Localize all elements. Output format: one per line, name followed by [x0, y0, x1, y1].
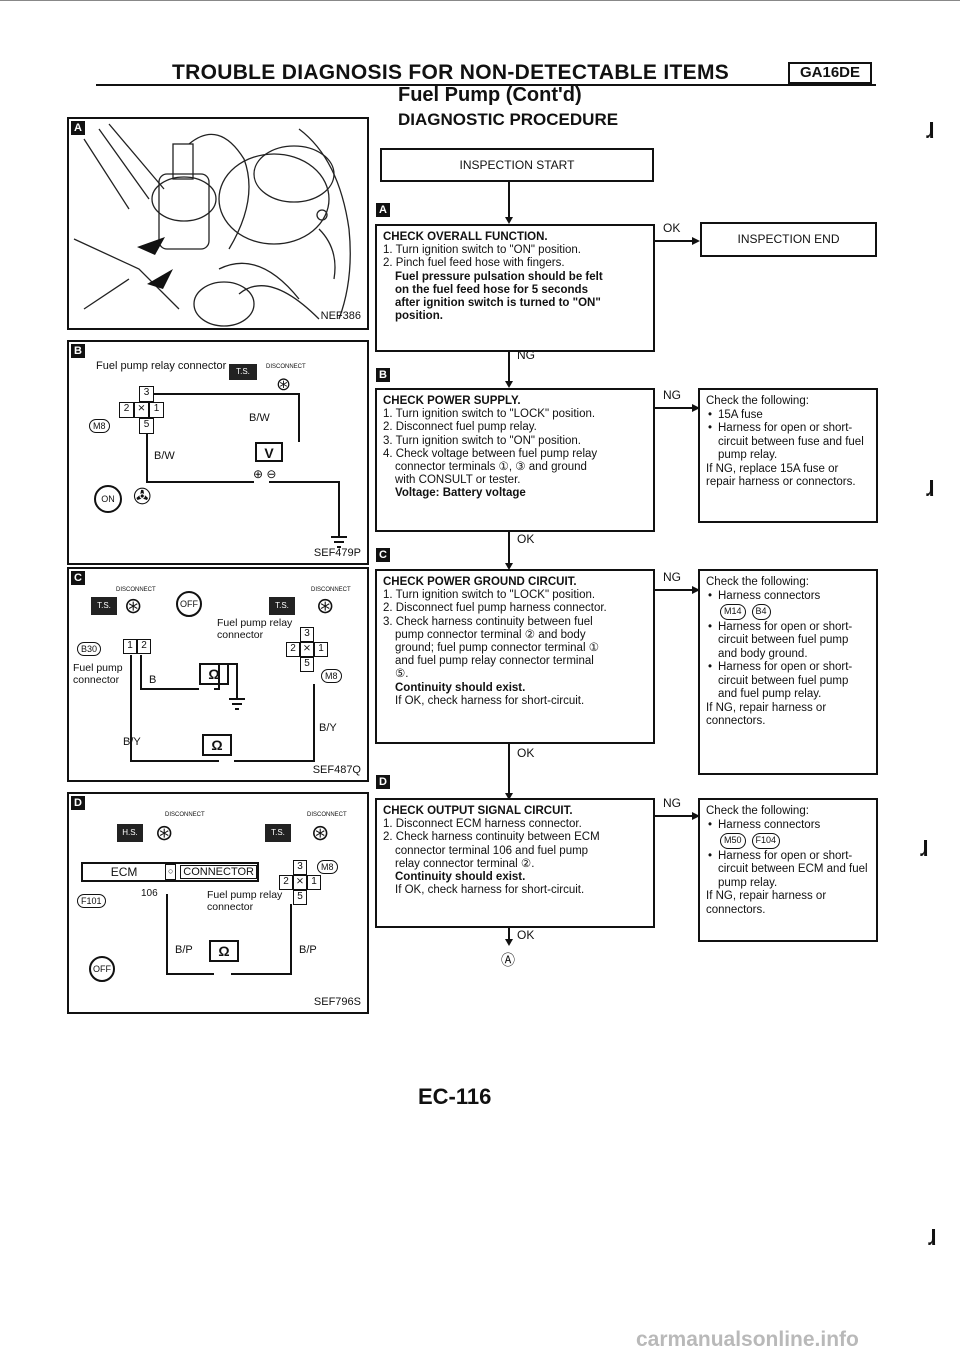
- figure-a: A NEF386: [67, 117, 369, 330]
- connector-code-m8: M8: [89, 419, 110, 433]
- figure-d-marker: D: [71, 796, 85, 810]
- watermark: carmanualsonline.info: [636, 1328, 859, 1351]
- disconnect-label-right: DISCONNECT: [311, 587, 351, 593]
- inspection-end-box: INSPECTION END: [700, 222, 877, 257]
- step-a-box: CHECK OVERALL FUNCTION. 1. Turn ignition…: [375, 224, 655, 352]
- figure-d: D H.S. DISCONNECT ⊛ T.S. DISCONNECT ⊛ EC…: [67, 792, 369, 1014]
- step-b-ok-label: OK: [517, 532, 535, 546]
- hs-icon: H.S.: [117, 824, 143, 842]
- page-number: EC-116: [418, 1084, 492, 1109]
- ohmmeter-icon-2: Ω: [202, 734, 232, 756]
- connector-code-m8: M8: [317, 860, 338, 874]
- wire-color-2: B/W: [154, 450, 175, 462]
- inspection-start-box: INSPECTION START: [380, 148, 654, 182]
- wire-color-b: B: [149, 674, 157, 686]
- step-d-marker: D: [376, 775, 390, 789]
- consult-tester-icon: ✇: [133, 484, 152, 509]
- ohmmeter-icon: Ω: [209, 940, 239, 962]
- wire-color-1: B/W: [249, 412, 270, 424]
- ignition-on-icon: ON: [94, 485, 122, 513]
- wire-color-by-2: B/Y: [319, 722, 337, 734]
- step-c-marker: C: [376, 548, 390, 562]
- connector-code-b30: B30: [77, 642, 102, 656]
- ts-icon-right: T.S.: [269, 597, 295, 615]
- figure-b: B Fuel pump relay connector T.S. DISCONN…: [67, 340, 369, 565]
- step-d-ok-label: OK: [517, 928, 535, 942]
- engine-badge: GA16DE: [788, 62, 872, 84]
- ignition-off-icon: OFF: [176, 591, 202, 617]
- ts-icon: T.S.: [91, 597, 117, 615]
- step-d-box: CHECK OUTPUT SIGNAL CIRCUIT. 1. Disconne…: [375, 798, 655, 928]
- disconnect-connector-icon: ⊛: [155, 820, 174, 845]
- step-c-ng-label: NG: [663, 570, 681, 584]
- binder-mark-2: ɺ: [926, 476, 935, 501]
- step-a-ok-label: OK: [663, 221, 681, 235]
- ts-icon: T.S.: [229, 364, 257, 380]
- disconnect-label-right: DISCONNECT: [307, 812, 347, 818]
- connector-code-f101: F101: [77, 894, 106, 908]
- ohmmeter-icon-1: Ω: [199, 663, 229, 685]
- disconnect-connector-icon: ⊛: [276, 374, 292, 394]
- disconnect-label: DISCONNECT: [116, 587, 156, 593]
- relay-pins: 3 2 ⨯ 1 5: [279, 860, 321, 905]
- binder-mark-4: ɺ: [928, 1225, 937, 1250]
- ts-icon: T.S.: [265, 824, 291, 842]
- disconnect-label: DISCONNECT: [266, 364, 306, 370]
- disconnect-connector-icon-right: ⊛: [316, 593, 335, 618]
- wire-color-by-1: B/Y: [123, 736, 141, 748]
- figure-d-code: SEF796S: [313, 996, 361, 1008]
- fuel-pump-connector-label: Fuel pump connector: [73, 662, 123, 686]
- disconnect-connector-icon-right: ⊛: [311, 820, 330, 845]
- step-a-marker: A: [376, 203, 390, 217]
- figure-c-code: SEF487Q: [312, 764, 361, 776]
- relay-pins: 3 2 ⨯ 1 5: [286, 627, 328, 672]
- ignition-off-icon: OFF: [89, 956, 115, 982]
- relay-connector-label: Fuel pump relay connector: [217, 617, 293, 641]
- section-heading: DIAGNOSTIC PROCEDURE: [398, 110, 619, 129]
- step-c-box: CHECK POWER GROUND CIRCUIT. 1. Turn igni…: [375, 569, 655, 744]
- step-d-check-box: Check the following: Harness connectors …: [698, 798, 878, 942]
- step-b-marker: B: [376, 368, 390, 382]
- wire-color-1: B/P: [175, 944, 193, 956]
- step-b-check-box: Check the following: 15A fuse Harness fo…: [698, 388, 878, 523]
- binder-mark-1: ɺ: [926, 118, 935, 143]
- connector-pins: 3 2 ⨯ 1 5: [119, 386, 169, 434]
- title-rule: [96, 84, 876, 86]
- figure-c-marker: C: [71, 571, 85, 585]
- voltmeter-icon: V: [255, 442, 283, 462]
- connector-code-m8: M8: [321, 669, 342, 683]
- figure-a-code: NEF386: [320, 310, 361, 322]
- step-a-ng-label: NG: [517, 348, 535, 362]
- figure-c: C T.S. DISCONNECT ⊛ OFF T.S. DISCONNECT …: [67, 567, 369, 782]
- page-subtitle: Fuel Pump (Cont'd): [398, 84, 582, 106]
- wire-color-2: B/P: [299, 944, 317, 956]
- ecm-connector: ECM ○ CONNECTOR: [81, 862, 259, 882]
- figure-b-code: SEF479P: [313, 547, 361, 559]
- page-title: TROUBLE DIAGNOSIS FOR NON-DETECTABLE ITE…: [172, 61, 730, 84]
- goto-connector-a: Ⓐ: [501, 952, 515, 968]
- step-c-ok-label: OK: [517, 746, 535, 760]
- relay-connector-label: Fuel pump relay connector: [207, 889, 283, 913]
- step-d-ng-label: NG: [663, 796, 681, 810]
- binder-mark-3: ɺ: [920, 836, 929, 861]
- ecm-terminal: 106: [141, 888, 158, 899]
- figure-b-marker: B: [71, 344, 85, 358]
- step-c-check-box: Check the following: Harness connectors …: [698, 569, 878, 775]
- figure-b-title: Fuel pump relay connector: [96, 360, 227, 372]
- step-b-ng-label: NG: [663, 388, 681, 402]
- disconnect-connector-icon: ⊛: [124, 593, 143, 618]
- meter-terminals: ⊕ ⊖: [253, 467, 277, 481]
- disconnect-label: DISCONNECT: [165, 812, 205, 818]
- fuel-pump-pins: 1 2: [123, 639, 151, 654]
- figure-a-marker: A: [71, 121, 85, 135]
- step-b-box: CHECK POWER SUPPLY. 1. Turn ignition swi…: [375, 388, 655, 532]
